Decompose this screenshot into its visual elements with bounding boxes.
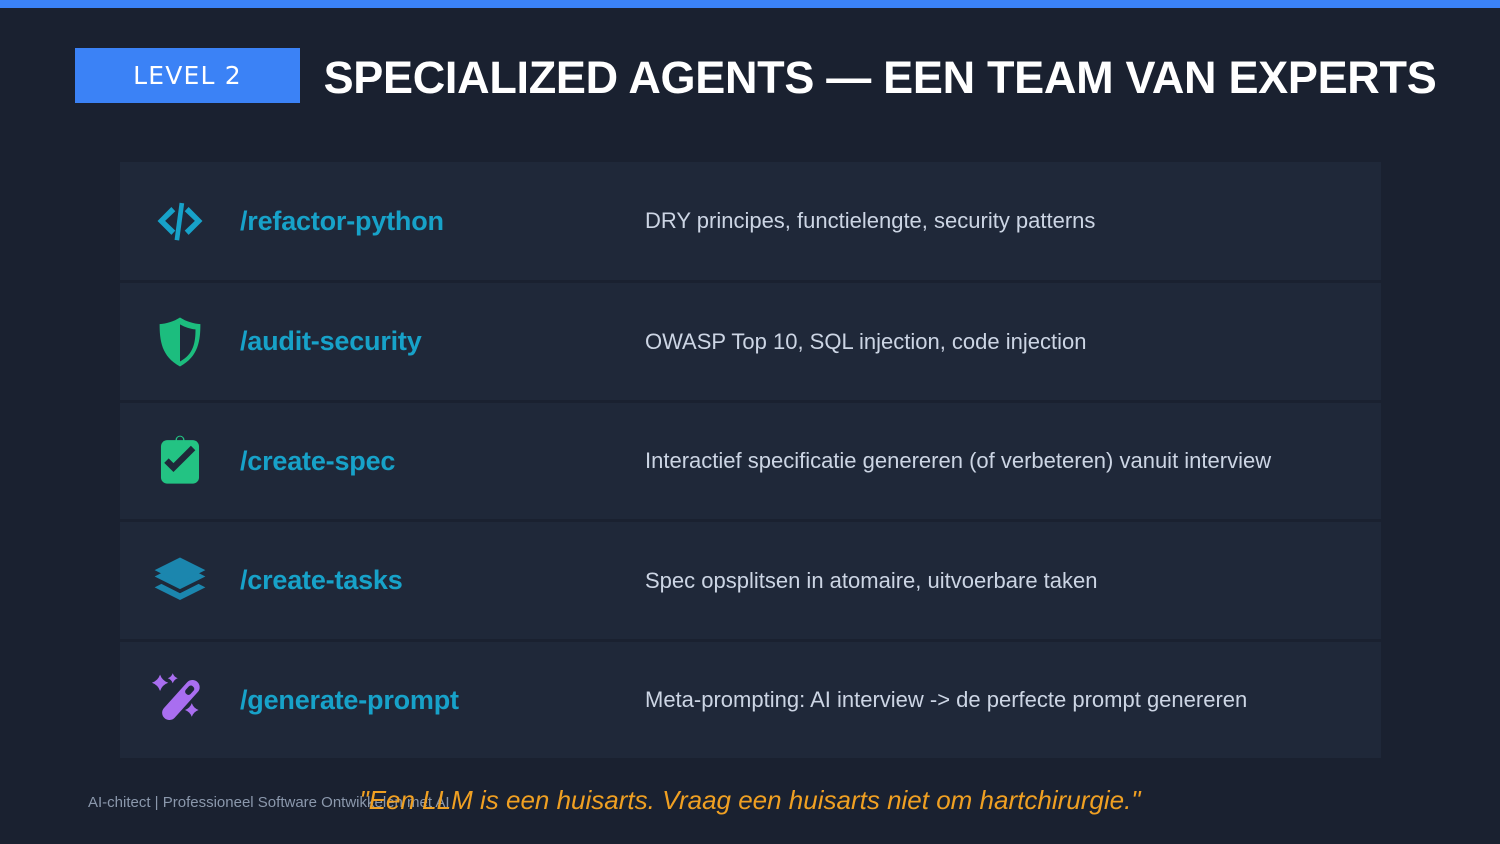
page-title: SPECIALIZED AGENTS — EEN TEAM VAN EXPERT… <box>323 52 1437 103</box>
row-icon-cell <box>120 552 240 610</box>
top-accent-bar <box>0 0 1500 8</box>
row-description-text: Interactief specificatie genereren (of v… <box>645 448 1272 474</box>
clipboard-check-icon <box>151 432 209 490</box>
row-command-label[interactable]: /create-tasks <box>240 565 403 595</box>
table-row[interactable]: /create-tasks Spec opsplitsen in atomaire… <box>120 522 1381 639</box>
row-description-text: Meta-prompting: AI interview -> de perfe… <box>645 687 1248 713</box>
row-command-label[interactable]: /create-spec <box>240 445 396 476</box>
row-command-label[interactable]: /generate-prompt <box>240 684 459 715</box>
row-command-label[interactable]: /audit-security <box>240 326 422 356</box>
slide-header: LEVEL 2 SPECIALIZED AGENTS — EEN TEAM VA… <box>0 48 1500 104</box>
magic-wand-icon <box>151 671 209 729</box>
table-row[interactable]: /create-spec Interactief specificatie gen… <box>120 403 1381 519</box>
row-icon-cell <box>120 192 240 250</box>
level-badge: LEVEL 2 <box>75 48 300 103</box>
agent-command-table: /refactor-python DRY principes, functiele… <box>120 162 1381 761</box>
row-icon-cell <box>120 432 240 490</box>
row-description-text: Spec opsplitsen in atomaire, uitvoerbare… <box>645 567 1098 593</box>
table-row[interactable]: /audit-security OWASP Top 10, SQL injecti… <box>120 283 1381 400</box>
row-icon-cell <box>120 671 240 729</box>
shield-icon <box>151 313 209 371</box>
row-command-label[interactable]: /refactor-python <box>240 205 444 236</box>
code-brackets-icon <box>151 192 209 250</box>
row-description-text: OWASP Top 10, SQL injection, code inject… <box>645 328 1087 354</box>
footer-quote-text: "Een LLM is een huisarts. Vraag een huis… <box>359 785 1141 815</box>
row-description-text: DRY principes, functielengte, security p… <box>645 208 1096 234</box>
layers-icon <box>151 552 209 610</box>
row-icon-cell <box>120 313 240 371</box>
footer-brand-text: AI-chitect | Professioneel Software Ontw… <box>88 794 450 811</box>
level-badge-label: LEVEL 2 <box>133 61 242 90</box>
slide-footer: AI-chitect | Professioneel Software Ontw… <box>0 780 1500 844</box>
table-row[interactable]: /generate-prompt Meta-prompting: AI inter… <box>120 642 1381 758</box>
table-row[interactable]: /refactor-python DRY principes, functiele… <box>120 162 1381 280</box>
